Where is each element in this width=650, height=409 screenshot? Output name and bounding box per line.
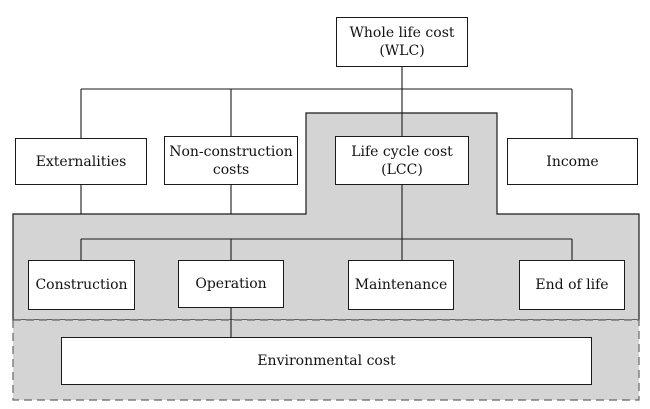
node-life-cycle-cost-label: Life cycle cost (LCC) xyxy=(351,143,453,178)
node-maintenance: Maintenance xyxy=(348,260,454,310)
node-construction: Construction xyxy=(28,260,135,310)
node-end-of-life-label: End of life xyxy=(535,277,609,293)
node-end-of-life: End of life xyxy=(519,260,625,310)
node-whole-life-cost-label: Whole life cost (WLC) xyxy=(349,25,455,59)
node-environmental-cost: Environmental cost xyxy=(61,337,592,385)
connectors xyxy=(80,67,573,337)
node-construction-label: Construction xyxy=(35,277,128,293)
node-income-label: Income xyxy=(546,153,599,170)
node-operation-label: Operation xyxy=(195,276,267,292)
node-externalities: Externalities xyxy=(15,138,147,185)
node-maintenance-label: Maintenance xyxy=(354,277,448,293)
node-non-construction-costs: Non-construction costs xyxy=(164,136,298,185)
node-whole-life-cost: Whole life cost (WLC) xyxy=(336,17,468,67)
node-environmental-cost-label: Environmental cost xyxy=(257,353,396,369)
node-non-construction-costs-label: Non-construction costs xyxy=(169,143,293,178)
node-externalities-label: Externalities xyxy=(35,153,127,170)
node-life-cycle-cost: Life cycle cost (LCC) xyxy=(335,136,469,185)
node-operation: Operation xyxy=(178,260,284,308)
node-income: Income xyxy=(507,138,638,185)
